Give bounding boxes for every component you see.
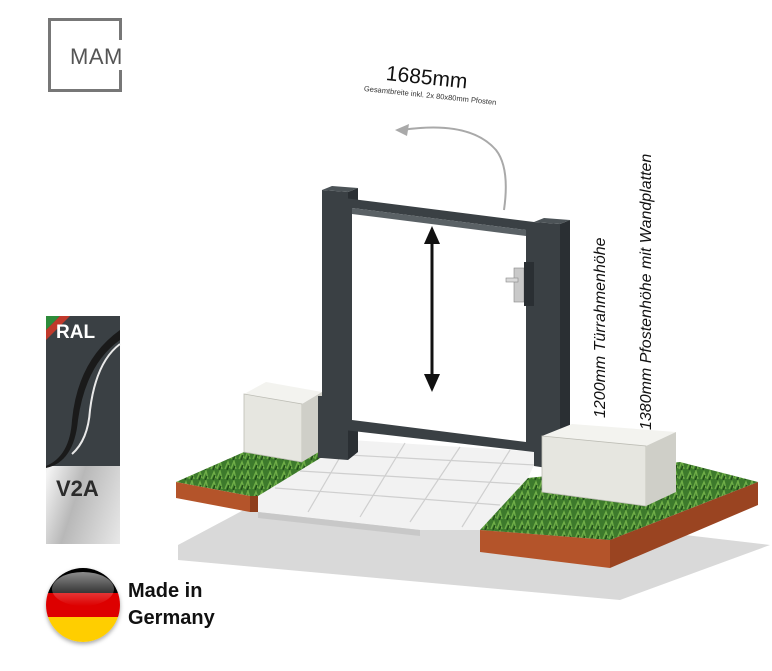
left-corten-edge xyxy=(176,482,250,512)
left-block-top xyxy=(244,382,322,404)
right-post-cap xyxy=(534,218,570,224)
peel-curl xyxy=(46,330,120,468)
ral-label: RAL xyxy=(56,322,96,343)
ral-color-corner-2 xyxy=(46,316,70,340)
right-corten-edge-side xyxy=(610,482,758,568)
right-block-top xyxy=(542,424,676,446)
height-arrow-down xyxy=(424,374,440,392)
post-height-label: 1380mm Pfostenhöhe mit Wandplatten xyxy=(638,153,655,430)
right-corten-edge xyxy=(480,530,610,568)
material-badge xyxy=(46,316,121,544)
frame-height-label: 1200mm Türrahmenhöhe xyxy=(592,237,609,418)
right-post xyxy=(534,222,560,470)
right-block-side xyxy=(646,432,676,506)
left-post-cap xyxy=(322,186,358,192)
right-post-side xyxy=(560,220,570,470)
swing-arrow-head xyxy=(395,124,409,136)
left-block-side xyxy=(302,392,322,462)
lock-plate xyxy=(513,267,525,303)
logo-frame-right-top xyxy=(119,18,122,40)
germany-flag-icon xyxy=(46,568,120,642)
logo-frame xyxy=(48,18,122,92)
lock-keeper xyxy=(524,262,534,306)
made-in-germany: Made in Germany xyxy=(128,578,215,632)
logo-text: MAM xyxy=(70,44,123,69)
left-corten-edge-top xyxy=(250,496,258,512)
made-in-line2: Germany xyxy=(128,607,215,629)
left-block-front xyxy=(243,393,303,463)
logo-frame-right-bottom xyxy=(119,70,122,92)
left-post xyxy=(322,190,348,460)
gate-frame-bevel xyxy=(352,208,526,236)
tile-path xyxy=(258,440,540,530)
gate-frame-opening xyxy=(352,208,526,442)
made-in-line1: Made in xyxy=(128,580,203,602)
swing-arrow xyxy=(401,126,507,211)
tile-path-edge xyxy=(258,512,420,536)
v2a-label: V2A xyxy=(56,476,99,501)
handle-icon xyxy=(505,277,519,283)
height-arrow-up xyxy=(424,226,440,244)
peel-highlight xyxy=(71,343,121,455)
